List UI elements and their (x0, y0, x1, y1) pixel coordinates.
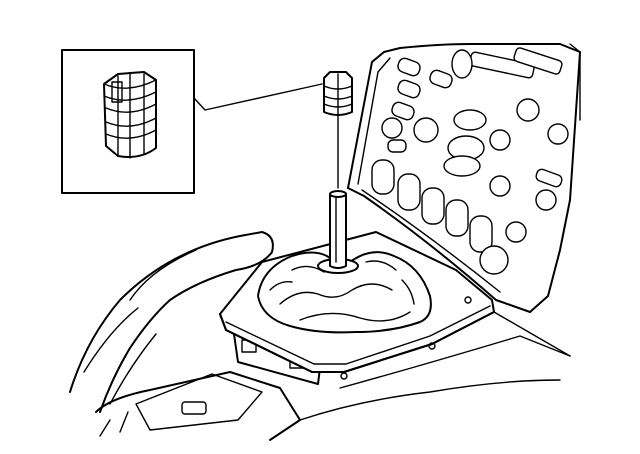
dashboard-button-icon (391, 57, 453, 121)
knob-sleeve-small (323, 71, 353, 117)
shift-lever-icon (329, 190, 347, 269)
callout-frame (61, 49, 195, 194)
center-stack-panel (347, 43, 581, 313)
callout-leader-line (193, 83, 323, 111)
knob-sleeve-icon (103, 71, 157, 159)
detail-callout-box (61, 49, 323, 194)
